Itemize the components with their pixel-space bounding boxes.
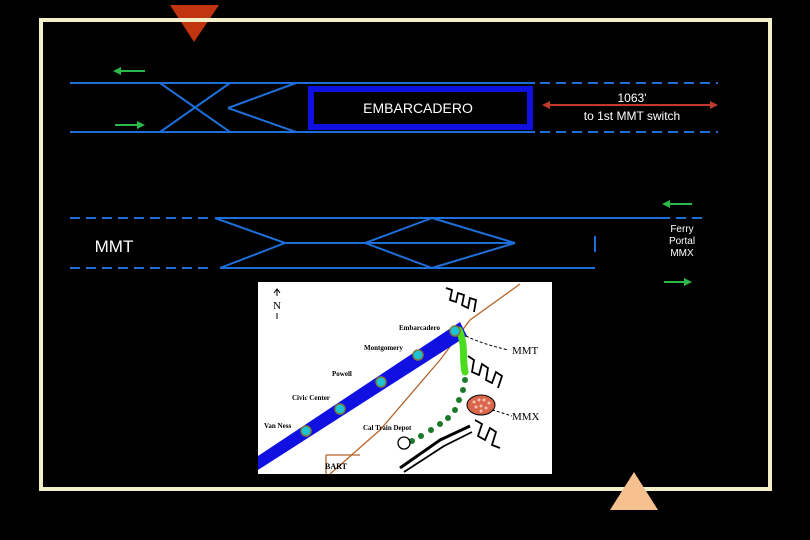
caltrain-extension (409, 377, 468, 444)
upper-tracks (70, 82, 718, 133)
station-embarcadero-dot (449, 325, 461, 337)
arrow-left-icon (113, 67, 121, 75)
arrow-right-icon (684, 278, 692, 286)
embarcadero-station-box (308, 86, 533, 130)
arrow-right-icon (137, 121, 145, 129)
station-montgomery-dot (412, 349, 424, 361)
arrow-right-icon (710, 101, 718, 109)
map-north-label: N (273, 300, 281, 312)
map-label-civic-center: Civic Center (292, 394, 330, 402)
map-stations (300, 325, 461, 437)
shoreline (329, 283, 521, 475)
leader-lines (465, 335, 513, 417)
map-label-mmx: MMX (512, 411, 540, 423)
crossover-left-b (159, 82, 231, 133)
distance-length: 1063' (618, 91, 647, 105)
diagram-frame (39, 18, 772, 491)
map-background (258, 282, 552, 474)
mmt-tracks (70, 217, 708, 269)
location-map: N Embarcadero Montgomery Powell Civic Ce… (258, 282, 552, 475)
map-label-bart: BART (325, 462, 348, 471)
portal-label-line2: Portal (669, 236, 695, 247)
portal-direction-arrows (662, 200, 692, 286)
mmx-site-pattern (472, 398, 491, 413)
map-label-mmt: MMT (512, 345, 539, 357)
map-label-van-ness: Van Ness (264, 422, 291, 430)
bottom-position-marker (610, 472, 658, 510)
station-van-ness-dot (300, 425, 312, 437)
north-arrow-icon (273, 288, 281, 319)
top-position-marker (170, 5, 219, 42)
piers (399, 287, 504, 473)
crossover-mid-a (227, 82, 297, 109)
portal-label-line1: Ferry (670, 224, 693, 235)
mmt-label: MMT (95, 237, 134, 256)
distance-indicator (542, 101, 718, 109)
crossover-mid-b (227, 107, 297, 133)
arrow-left-icon (662, 200, 670, 208)
distance-note: to 1st MMT switch (584, 109, 680, 123)
station-civic-center-dot (334, 403, 346, 415)
station-powell-dot (375, 376, 387, 388)
map-label-embarcadero: Embarcadero (399, 324, 440, 332)
mmt-tunnel (455, 326, 469, 376)
map-label-caltrain: Cal Train Depot (363, 424, 412, 432)
map-label-powell: Powell (332, 370, 352, 378)
portal-label-line3: MMX (670, 248, 694, 259)
upper-direction-arrows (113, 67, 145, 129)
arrow-left-icon (542, 101, 550, 109)
caltrain-depot-icon (397, 436, 411, 450)
map-label-montgomery: Montgomery (364, 344, 403, 352)
station-name: EMBARCADERO (363, 100, 473, 116)
